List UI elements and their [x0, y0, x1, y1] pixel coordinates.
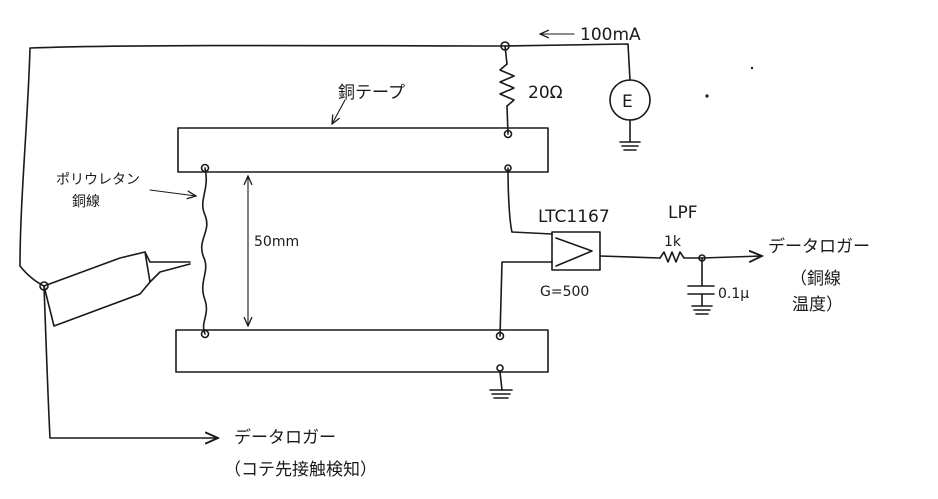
copper-tape-arrow — [332, 99, 346, 124]
label-distance: 50mm — [254, 234, 299, 250]
wire-junction-bottom — [200, 329, 210, 339]
amplifier-ltc1167 — [551, 231, 601, 271]
wire-amp-input-bottom — [499, 261, 553, 337]
stray-dot — [705, 94, 709, 98]
label-amplifier: LTC1167 — [538, 207, 610, 227]
lpf-capacitor — [687, 257, 715, 315]
wire-amp-output — [599, 255, 661, 259]
label-wire-line1: ポリウレタン — [56, 172, 140, 188]
label-logger-right: データロガー — [768, 236, 870, 257]
resistor-20ohm — [499, 63, 515, 107]
label-logger-bottom: データロガー — [234, 427, 336, 448]
label-copper-tape: 銅テープ — [338, 83, 405, 103]
label-source: E — [622, 92, 633, 112]
tape-bottom-junction — [495, 331, 505, 341]
label-logger-bottom-note: （コテ先接触検知） — [224, 460, 377, 480]
label-gain: G=500 — [540, 284, 589, 300]
lpf-resistor — [659, 251, 703, 263]
wire-amp-input-top — [507, 167, 553, 235]
copper-tape-top — [177, 127, 549, 173]
soldering-iron — [39, 251, 191, 327]
wire-junction-top — [200, 163, 210, 173]
wire-label-arrow — [149, 189, 196, 196]
tape-top-right-junction — [504, 164, 512, 172]
label-current: 100mA — [580, 25, 641, 45]
ground-bottom — [489, 364, 513, 399]
polyurethane-copper-wire — [200, 167, 208, 335]
label-logger-right-note2: 温度） — [792, 295, 843, 315]
label-filter-capacitor: 0.1μ — [718, 286, 749, 302]
label-resistor: 20Ω — [528, 83, 563, 103]
label-logger-right-note1: （銅線 — [790, 269, 841, 289]
label-filter: LPF — [668, 203, 698, 223]
copper-tape-bottom — [175, 329, 549, 373]
stray-dot-2 — [750, 66, 754, 70]
wire-left-to-logger — [43, 285, 218, 438]
supply-branch — [499, 41, 515, 139]
label-wire-line2: 銅線 — [72, 194, 100, 210]
label-filter-resistor: 1k — [664, 234, 682, 250]
wire-to-logger-right — [701, 256, 762, 258]
wire-left-loop — [19, 44, 506, 287]
current-source — [504, 34, 651, 151]
